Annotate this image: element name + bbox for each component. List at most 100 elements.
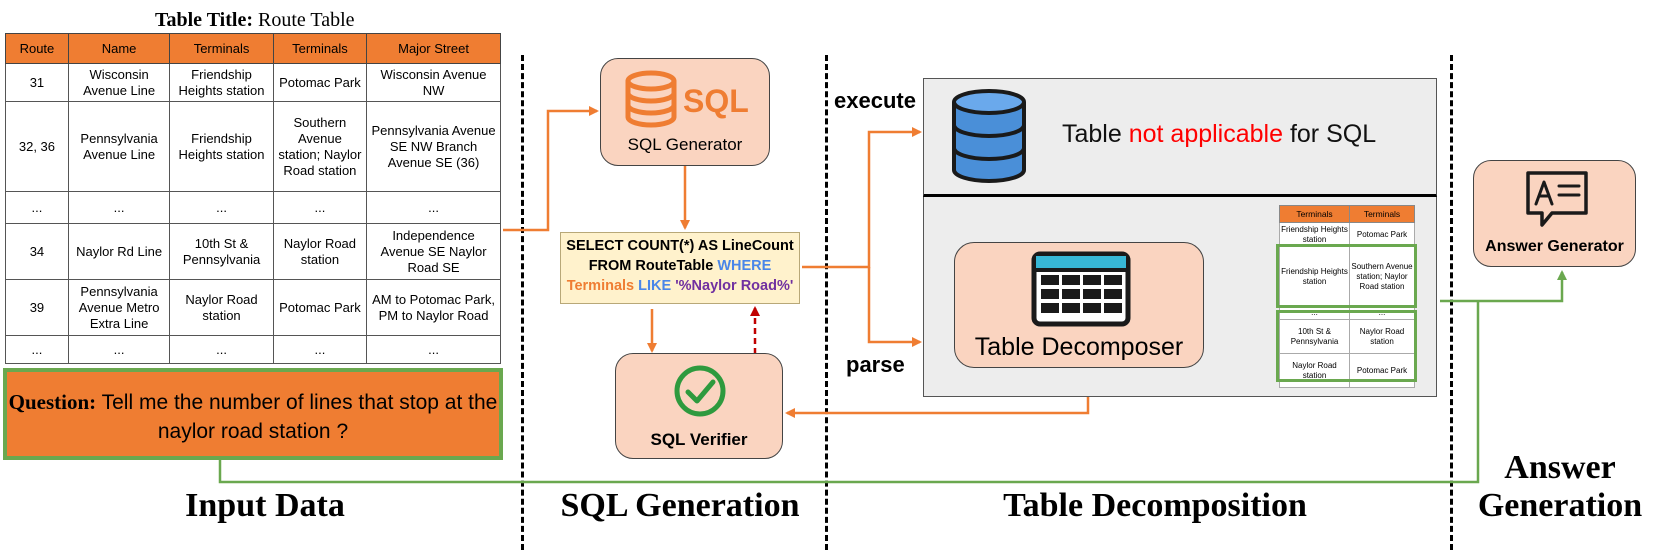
table-cell: 10th St & Pennsylvania xyxy=(169,223,274,280)
arrow-query-to-execute-parse xyxy=(802,127,922,347)
header-route: Route xyxy=(5,33,69,64)
mini-header-1: Terminals xyxy=(1279,205,1350,223)
question-to-answer-line xyxy=(218,301,1480,484)
table-cell: ... xyxy=(169,191,274,224)
table-row: 31 Wisconsin Avenue Line Friendship Heig… xyxy=(5,63,501,102)
section-label-generation: Generation xyxy=(1477,487,1643,524)
table-cell: Southern Avenue station; Naylor Road sta… xyxy=(272,101,368,192)
table-cell: Wisconsin Avenue NW xyxy=(366,63,501,102)
table-cell: ... xyxy=(272,191,368,224)
table-row: 34 Naylor Rd Line 10th St & Pennsylvania… xyxy=(5,223,501,280)
table-cell: Southern Avenue station; Naylor Road sta… xyxy=(1349,246,1415,307)
question-box: Question: Tell me the number of lines th… xyxy=(3,368,503,460)
sql-keyword-where: WHERE xyxy=(717,258,772,274)
arrow-to-answer-generator xyxy=(1440,270,1567,303)
table-cell: Naylor Rd Line xyxy=(67,223,171,280)
table-cell: Friendship Heights station xyxy=(169,101,274,192)
table-title: Table Title: Route Table xyxy=(155,9,435,32)
table-cell: ... xyxy=(67,191,171,224)
divider-input-sql xyxy=(521,55,524,550)
sql-query-card: SELECT COUNT(*) AS LineCount FROM RouteT… xyxy=(560,232,800,304)
sql-verifier-label: SQL Verifier xyxy=(650,430,748,449)
table-cell: ... xyxy=(5,335,69,364)
table-decomposer-label: Table Decomposer xyxy=(974,333,1184,361)
table-cell: Pennsylvania Avenue Metro Extra Line xyxy=(67,279,171,336)
answer-bubble-icon xyxy=(1526,171,1588,227)
sql-icon-text: SQL xyxy=(683,83,749,119)
table-cell: Naylor Road station xyxy=(169,279,274,336)
table-cell: ... xyxy=(366,191,501,224)
table-cell: Naylor Road station xyxy=(1349,319,1415,354)
sql-line-1: SELECT COUNT(*) AS LineCount xyxy=(566,238,794,254)
table-cell: Potomac Park xyxy=(272,63,368,102)
mini-table-header: Terminals Terminals xyxy=(1279,205,1415,223)
table-row: Friendship Heights station Southern Aven… xyxy=(1279,246,1415,307)
arrow-table-to-sql-generator xyxy=(503,106,599,232)
table-cell: ... xyxy=(169,335,274,364)
table-row: ... ... ... ... ... xyxy=(5,335,501,364)
mini-group-highlight-1 xyxy=(1276,244,1417,308)
mini-header-2: Terminals xyxy=(1349,205,1415,223)
table-row: Naylor Road station Potomac Park xyxy=(1279,353,1415,388)
sql-verifier-box: SQL Verifier xyxy=(615,353,783,459)
table-row: 10th St & Pennsylvania Naylor Road stati… xyxy=(1279,319,1415,354)
header-major-street: Major Street xyxy=(366,33,501,64)
sql-keyword-like: LIKE xyxy=(638,278,676,294)
question-label: Question: xyxy=(8,390,97,414)
table-cell: Naylor Road station xyxy=(272,223,368,280)
table-cell: Wisconsin Avenue Line xyxy=(67,63,171,102)
parse-label: parse xyxy=(846,352,905,377)
route-table-header: Route Name Terminals Terminals Major Str… xyxy=(5,33,501,64)
table-row: Friendship Heights station Potomac Park xyxy=(1279,222,1415,247)
table-cell: ... xyxy=(272,335,368,364)
table-cell: Independence Avenue SE Naylor Road SE xyxy=(366,223,501,280)
table-cell: ... xyxy=(1279,306,1350,320)
table-cell: ... xyxy=(67,335,171,364)
table-title-label: Table Title: xyxy=(155,9,253,31)
not-applicable-highlight: not applicable xyxy=(1128,120,1284,148)
table-row: 32, 36 Pennsylvania Avenue Line Friendsh… xyxy=(5,101,501,192)
checkmark-icon xyxy=(674,365,726,417)
table-cell: 10th St & Pennsylvania xyxy=(1279,319,1350,354)
header-name: Name xyxy=(67,33,171,64)
table-cell: Friendship Heights station xyxy=(169,63,274,102)
table-row: ... ... ... ... ... xyxy=(5,191,501,224)
database-icon xyxy=(952,89,1026,183)
section-label-input-data: Input Data xyxy=(185,487,345,524)
route-table: Route Name Terminals Terminals Major Str… xyxy=(5,33,501,364)
question-text: Tell me the number of lines that stop at… xyxy=(101,391,498,443)
answer-generator-label: Answer Generator xyxy=(1485,238,1624,255)
header-terminals-1: Terminals xyxy=(169,33,274,64)
mini-group-highlight-2 xyxy=(1276,310,1417,382)
sql-database-icon: SQL xyxy=(625,70,749,128)
answer-generator-box: Answer Generator xyxy=(1473,160,1636,267)
table-cell: ... xyxy=(5,191,69,224)
table-cell: 34 xyxy=(5,223,69,280)
divider-sql-table xyxy=(825,55,828,550)
table-grid-icon xyxy=(1031,251,1131,327)
sql-line-2-from: FROM RouteTable xyxy=(588,258,718,274)
table-cell: 31 xyxy=(5,63,69,102)
not-applicable-panel: Table not applicable for SQL xyxy=(923,78,1437,197)
section-label-sql-generation: SQL Generation xyxy=(560,487,800,524)
execute-label: execute xyxy=(834,88,916,113)
header-terminals-2: Terminals xyxy=(272,33,368,64)
mini-terminals-table: Terminals Terminals Friendship Heights s… xyxy=(1279,205,1415,388)
table-cell: Pennsylvania Avenue Line xyxy=(67,101,171,192)
table-cell: Potomac Park xyxy=(1349,353,1415,388)
decomposition-panel: Table Decomposer Terminals Terminals Fri… xyxy=(923,197,1437,397)
table-decomposer-box: Table Decomposer xyxy=(954,242,1204,368)
sql-generator-label: SQL Generator xyxy=(627,135,743,154)
table-cell: Potomac Park xyxy=(1349,222,1415,247)
table-cell: Friendship Heights station xyxy=(1279,222,1350,247)
divider-table-answer xyxy=(1450,55,1453,550)
table-title-value: Route Table xyxy=(258,9,355,31)
table-cell: ... xyxy=(366,335,501,364)
sql-generator-box: SQL SQL Generator xyxy=(600,58,770,166)
not-applicable-text: Table not applicable for SQL xyxy=(1062,120,1377,148)
table-cell: Potomac Park xyxy=(272,279,368,336)
section-label-table-decomposition: Table Decomposition xyxy=(1003,487,1307,524)
sql-column-terminals: Terminals xyxy=(566,278,639,294)
section-label-answer: Answer xyxy=(1504,449,1616,486)
